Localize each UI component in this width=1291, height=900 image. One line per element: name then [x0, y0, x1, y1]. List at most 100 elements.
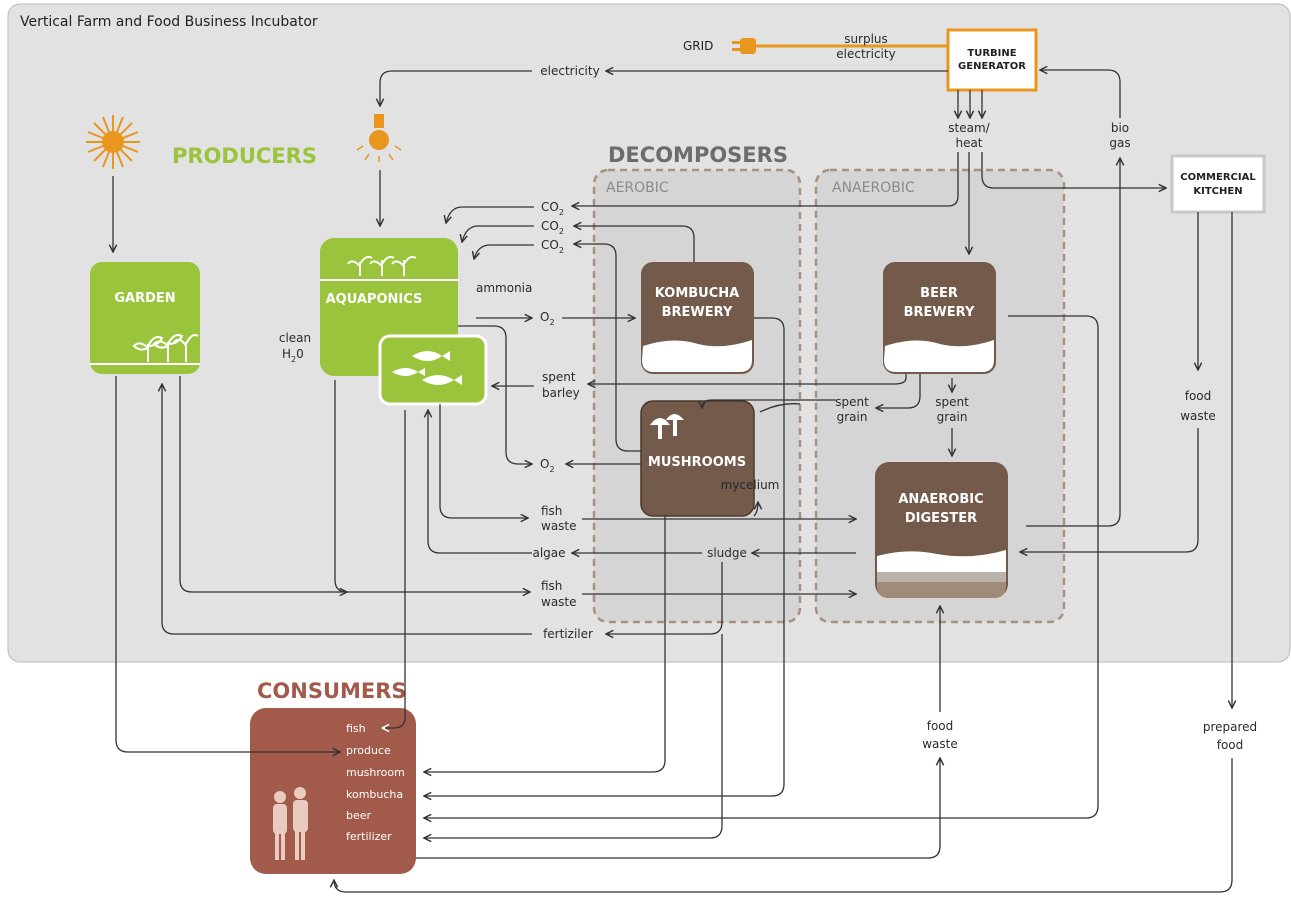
o2-label-2: O2	[540, 457, 555, 474]
consumers-box	[250, 708, 416, 874]
mushroom-icon	[650, 414, 684, 439]
spent-grain-b-label-1: spent	[935, 395, 969, 409]
co2-arrow-1	[446, 206, 534, 223]
aquaponics-label: AQUAPONICS	[326, 292, 423, 307]
electricity-label: electricity	[540, 64, 599, 78]
lightbulb-icon	[356, 114, 402, 162]
fish-waste-label-1: fish	[541, 504, 562, 518]
aerobic-heading: AEROBIC	[606, 180, 669, 196]
prepared-food-label-1: prepared	[1203, 720, 1257, 734]
spent-barley-label-2: barley	[542, 386, 580, 400]
co2-arrow-3	[474, 244, 534, 259]
co2-label-3: CO2	[541, 238, 564, 255]
food-waste-k-label-2: waste	[1180, 409, 1216, 423]
beer-to-mushrooms	[876, 374, 921, 408]
beer-label-1: BEER	[920, 286, 958, 301]
mycelium-label: mycelium	[721, 478, 780, 492]
plug-icon	[732, 38, 782, 54]
spent-grain-to-mushrooms	[702, 399, 836, 408]
consumer-item-kombucha: kombucha	[346, 788, 403, 801]
food-waste-to-digester	[1020, 428, 1199, 552]
digester-label-2: DIGESTER	[905, 511, 977, 526]
spent-grain-a-label-2: grain	[837, 410, 868, 424]
svg-text:CO2: CO2	[541, 238, 564, 255]
mushroom-to-consumer	[424, 516, 666, 772]
beer-label-2: BREWERY	[904, 305, 975, 320]
fish-tank-box	[378, 334, 488, 406]
ammonia-label: ammonia	[476, 281, 532, 295]
diagram-title: Vertical Farm and Food Business Incubato…	[20, 14, 318, 30]
fish-to-consumer	[380, 410, 406, 729]
kombucha-co2	[574, 226, 695, 262]
kitchen-label-1: COMMERCIAL	[1180, 172, 1256, 183]
garden-box	[90, 262, 200, 374]
fertilizer-to-consumer	[424, 634, 723, 838]
svg-text:CO2: CO2	[541, 200, 564, 217]
co2-arrow-2	[462, 225, 534, 242]
co2-label-2: CO2	[541, 219, 564, 236]
svg-text:O2: O2	[540, 310, 555, 327]
co2-label-1: CO2	[541, 200, 564, 217]
surplus-label-2: electricity	[836, 47, 895, 61]
producers-heading: PRODUCERS	[172, 144, 317, 168]
anaerobic-heading: ANAEROBIC	[832, 180, 915, 196]
turbine-label-2: GENERATOR	[958, 61, 1026, 72]
aquaponics-waste-line	[334, 380, 347, 592]
aquaponics-o2-2	[458, 325, 532, 464]
consumer-item-beer: beer	[346, 809, 372, 822]
kombucha-label-1: KOMBUCHA	[655, 286, 739, 301]
algae-label: algae	[532, 546, 565, 560]
fertilizer-to-garden	[162, 384, 532, 635]
fish-waste-2-label-1: fish	[541, 579, 562, 593]
surplus-label-1: surplus	[844, 32, 888, 46]
mushrooms-label: MUSHROOMS	[648, 455, 746, 470]
fish-tank-waste	[439, 404, 528, 518]
fish-waste-2-label-2: waste	[541, 595, 577, 609]
o2-label-1: O2	[540, 310, 555, 327]
sludge-to-fertilizer	[606, 562, 723, 634]
biogas-to-turbine	[1040, 70, 1121, 118]
people-icon	[273, 787, 308, 860]
spent-grain-a-label-1: spent	[835, 395, 869, 409]
food-waste-c-label-2: waste	[922, 737, 958, 751]
electricity-to-bulb	[380, 70, 532, 106]
beer-to-spent-barley	[588, 374, 907, 384]
mycelium-arrow	[754, 403, 801, 517]
consumer-item-mushroom: mushroom	[346, 766, 405, 779]
kombucha-label-2: BREWERY	[662, 305, 733, 320]
turbine-generator-box	[946, 28, 1038, 92]
fish-icon	[392, 351, 462, 385]
garden-waste-line	[179, 376, 530, 592]
svg-text:H20: H20	[282, 347, 304, 364]
prepared-food-to-consumer	[334, 758, 1233, 893]
digester-label-1: ANAEROBIC	[898, 492, 983, 507]
steam-to-kitchen	[981, 152, 1166, 188]
decomposers-heading: DECOMPOSERS	[608, 143, 788, 167]
consumer-food-waste	[416, 758, 940, 859]
consumer-item-fish: fish	[346, 722, 366, 735]
produce-to-consumer	[115, 376, 340, 752]
steam-label-1: steam/	[948, 121, 990, 135]
kombucha-to-consumer	[424, 317, 785, 796]
steam-to-co2	[572, 152, 959, 206]
fertiziler-label: fertiziler	[543, 627, 593, 641]
food-waste-k-label-1: food	[1185, 389, 1212, 403]
seedling-icon	[347, 255, 417, 276]
commercial-kitchen-box	[1170, 154, 1266, 214]
garden-label: GARDEN	[114, 291, 175, 306]
consumers-heading: CONSUMERS	[257, 679, 407, 703]
biogas-label-1: bio	[1111, 121, 1129, 135]
svg-text:CO2: CO2	[541, 219, 564, 236]
clean-label-2: H20	[282, 347, 304, 364]
seedling-icon	[132, 334, 199, 362]
beer-to-consumer	[424, 315, 1099, 818]
mushrooms-box	[640, 400, 755, 517]
svg-text:O2: O2	[540, 457, 555, 474]
consumer-item-produce: produce	[346, 744, 391, 757]
spent-barley-label-1: spent	[542, 370, 576, 384]
prepared-food-label-2: food	[1217, 738, 1244, 752]
spent-grain-b-label-2: grain	[937, 410, 968, 424]
clean-label-1: clean	[279, 331, 311, 345]
consumer-item-fertilizer: fertilizer	[346, 830, 392, 843]
sun-icon	[86, 115, 140, 169]
